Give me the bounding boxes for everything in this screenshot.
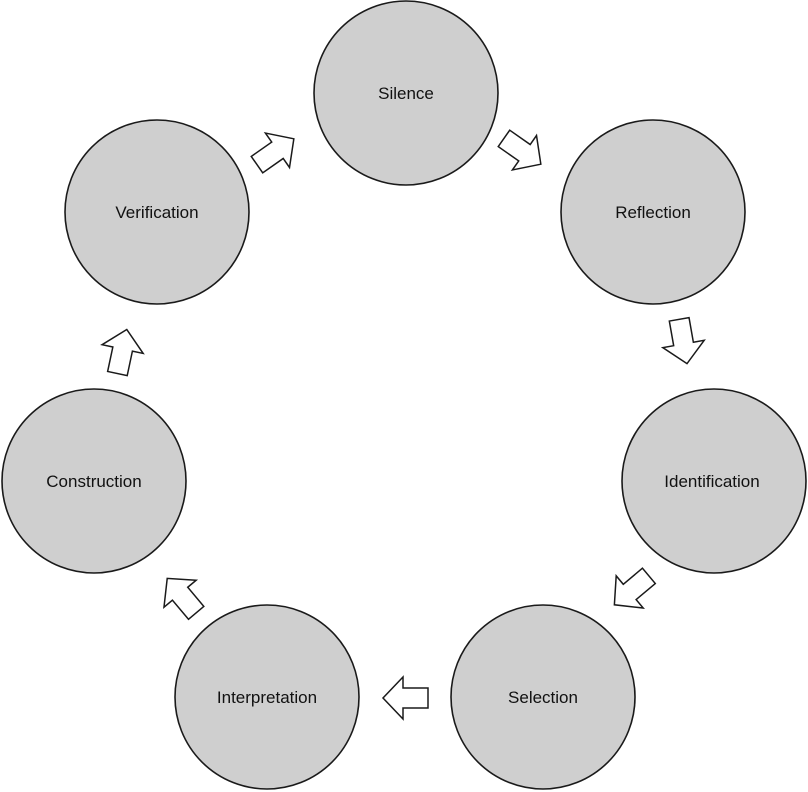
node-selection: Selection [450, 604, 636, 790]
node-label-interpretation: Interpretation [217, 688, 317, 707]
node-label-selection: Selection [508, 688, 578, 707]
arrow-verification-to-silence [250, 131, 295, 174]
node-circle-selection [450, 604, 636, 790]
arrow-reflection-to-identification [660, 316, 706, 365]
arrow-silence-to-reflection [497, 129, 542, 172]
node-label-construction: Construction [46, 472, 141, 491]
arrow-interpretation-to-construction [163, 577, 205, 621]
arrow-construction-to-verification [100, 328, 145, 377]
arrow-right-icon [613, 567, 657, 609]
node-identification: Identification [621, 388, 807, 574]
node-circle-identification [621, 388, 807, 574]
node-circle-interpretation [174, 604, 360, 790]
node-circle-reflection [560, 119, 746, 305]
arrow-identification-to-selection [613, 567, 657, 609]
arrow-right-icon [163, 577, 205, 621]
node-circle-construction [1, 388, 187, 574]
node-construction: Construction [1, 388, 187, 574]
node-silence: Silence [313, 0, 499, 186]
node-reflection: Reflection [560, 119, 746, 305]
arrow-right-icon [497, 129, 542, 172]
node-label-verification: Verification [115, 203, 198, 222]
node-verification: Verification [64, 119, 250, 305]
arrow-selection-to-interpretation [381, 675, 429, 721]
node-label-reflection: Reflection [615, 203, 691, 222]
arrow-right-icon [660, 316, 706, 365]
arrow-right-icon [100, 328, 145, 377]
arrow-right-icon [381, 675, 429, 721]
node-circle-verification [64, 119, 250, 305]
arrow-right-icon [250, 131, 295, 174]
node-interpretation: Interpretation [174, 604, 360, 790]
node-label-silence: Silence [378, 84, 434, 103]
node-circle-silence [313, 0, 499, 186]
node-label-identification: Identification [664, 472, 759, 491]
